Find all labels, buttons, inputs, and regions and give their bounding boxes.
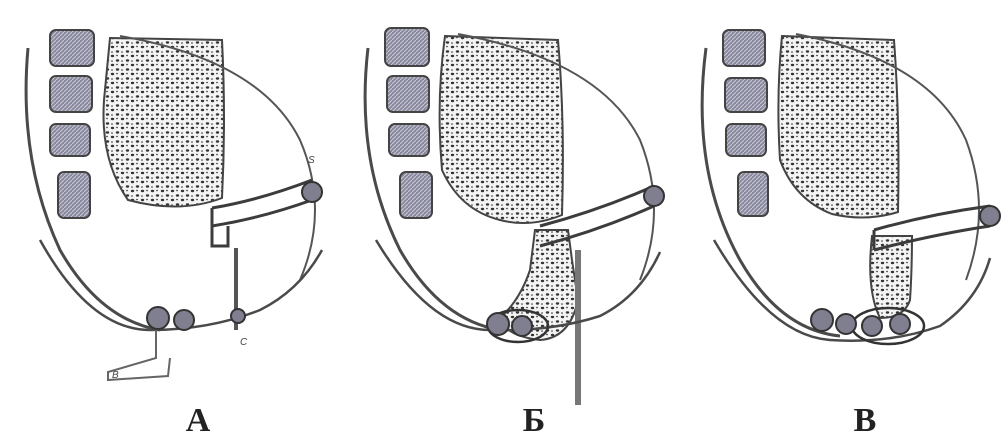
mark-base: B: [112, 370, 119, 381]
node: [836, 314, 856, 334]
stippled-bowel: [440, 36, 563, 223]
vertebra: [58, 172, 90, 218]
vertebra: [723, 30, 765, 66]
panel-b: [365, 28, 664, 405]
vertebra: [400, 172, 432, 218]
node: [302, 182, 322, 202]
node: [980, 206, 1000, 226]
vertebra: [389, 124, 429, 156]
tube-loop: [212, 180, 312, 246]
node: [512, 316, 532, 336]
node: [890, 314, 910, 334]
vertebra: [738, 172, 768, 216]
panel-label-a: А: [168, 402, 228, 440]
panel-a: S C B: [26, 30, 322, 381]
node: [487, 313, 509, 335]
node: [644, 186, 664, 206]
mark-upper: S: [308, 155, 315, 166]
vertebra: [50, 124, 90, 156]
stippled-bowel: [104, 38, 225, 207]
panel-c: [702, 30, 1000, 344]
vertebra: [50, 76, 92, 112]
node: [174, 310, 194, 330]
panel-label-b: Б: [504, 402, 564, 440]
vertebra: [387, 76, 429, 112]
node: [147, 307, 169, 329]
vertebra: [50, 30, 94, 66]
node: [811, 309, 833, 331]
panel-label-c: В: [835, 402, 895, 440]
vertebra: [385, 28, 429, 66]
vertebra: [726, 124, 766, 156]
node: [231, 309, 245, 323]
stippled-bowel: [778, 36, 898, 218]
node: [862, 316, 882, 336]
vertebra: [725, 78, 767, 112]
mark-lower: C: [240, 337, 248, 348]
